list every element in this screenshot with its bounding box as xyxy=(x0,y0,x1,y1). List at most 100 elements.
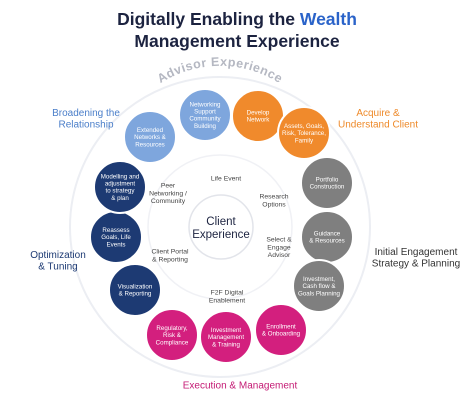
node-label-investment-cashflow: Investment,Cash flow &Goals Planning xyxy=(298,276,341,297)
node-label-portfolio-line: Portfolio xyxy=(316,177,339,184)
node-circle-modelling xyxy=(93,160,147,214)
inner-label-research-options-line: Research xyxy=(259,193,288,200)
node-label-investment-cashflow-line: Cash flow & xyxy=(302,283,336,290)
group-label-execution-line: Execution & Management xyxy=(183,381,298,392)
group-label-optimization-line: Optimization xyxy=(30,250,86,261)
node-label-assets-goals-line: Family xyxy=(295,137,314,144)
node-label-assets-goals: Assets, Goals,Risk, Tolerance,Family xyxy=(282,123,326,144)
node-label-guidance-line: Guidance xyxy=(314,231,341,238)
node-enrollment: Enrollment& Onboarding xyxy=(254,303,308,357)
group-label-acquire-line: Acquire & xyxy=(356,108,400,119)
node-label-visualization-line: & Reporting xyxy=(119,291,152,298)
inner-label-peer-networking-line: Community xyxy=(151,198,186,205)
node-label-modelling-line: adjustment xyxy=(105,181,136,188)
center-label-line: Experience xyxy=(192,229,250,241)
group-label-acquire-line: Understand Client xyxy=(338,119,418,130)
inner-label-select-engage-line: Select & xyxy=(266,237,292,244)
node-label-guidance: Guidance& Resources xyxy=(309,231,344,245)
advisor-experience-arc-label: Advisor Experience xyxy=(155,55,286,86)
inner-label-client-portal: Client Portal& Reporting xyxy=(151,248,189,263)
advisor-experience-text: Advisor Experience xyxy=(155,55,285,86)
node-label-extended-networks-line: Extended xyxy=(137,127,164,134)
inner-label-life-event: Life Event xyxy=(211,175,241,182)
node-label-modelling-line: & plan xyxy=(111,195,129,202)
inner-label-f2f-digital-line: Enablement xyxy=(209,297,245,304)
inner-label-peer-networking-line: Peer xyxy=(161,183,176,190)
node-label-regulatory-line: Risk & xyxy=(163,332,182,339)
node-circle-investment-mgmt xyxy=(199,310,253,364)
group-label-initial-line: Initial Engagement xyxy=(375,247,458,258)
node-label-regulatory: Regulatory,Risk &Compliance xyxy=(156,325,189,346)
node-label-visualization-line: Visualization xyxy=(118,284,153,291)
node-label-extended-networks-line: Networks & xyxy=(134,134,167,141)
group-label-broadening-line: Relationship xyxy=(58,119,113,130)
node-label-assets-goals-line: Assets, Goals, xyxy=(284,123,324,130)
inner-label-life-event-line: Life Event xyxy=(211,175,241,182)
node-guidance: Guidance& Resources xyxy=(300,210,354,264)
node-circle-visualization xyxy=(108,263,162,317)
node-circle-assets-goals xyxy=(277,106,331,160)
node-label-investment-cashflow-line: Investment, xyxy=(303,276,335,283)
node-visualization: Visualization& Reporting xyxy=(108,263,162,317)
node-label-networking-line: Building xyxy=(194,123,217,130)
node-regulatory: Regulatory,Risk &Compliance xyxy=(145,308,199,362)
inner-label-client-portal-line: & Reporting xyxy=(152,256,188,263)
node-label-investment-mgmt-line: Management xyxy=(208,334,244,341)
title-line-2: Management Experience xyxy=(134,31,340,51)
group-label-acquire: Acquire &Understand Client xyxy=(338,108,418,131)
node-label-networking-line: Support xyxy=(194,109,216,116)
group-label-broadening-line: Broadening the xyxy=(52,108,120,119)
node-label-visualization: Visualization& Reporting xyxy=(118,284,153,298)
node-label-enrollment-line: Enrollment xyxy=(266,324,296,331)
node-label-extended-networks-line: Resources xyxy=(135,141,165,148)
inner-label-research-options-line: Options xyxy=(262,201,286,208)
inner-label-client-portal-line: Client Portal xyxy=(151,248,189,255)
node-label-reassess-line: Reassess xyxy=(102,227,129,234)
node-label-modelling-line: Modelling and xyxy=(101,173,140,180)
node-investment-cashflow: Investment,Cash flow &Goals Planning xyxy=(292,259,346,313)
node-label-enrollment-line: & Onboarding xyxy=(262,331,301,338)
node-circle-networking xyxy=(178,88,232,142)
node-label-regulatory-line: Compliance xyxy=(156,339,189,346)
node-label-guidance-line: & Resources xyxy=(309,238,344,245)
inner-ring xyxy=(147,154,293,300)
outer-ring xyxy=(69,76,371,378)
node-label-investment-mgmt-line: & Training xyxy=(212,341,240,348)
group-label-initial-line: Strategy & Planning xyxy=(372,258,460,269)
node-label-reassess-line: Goals, Life xyxy=(101,234,131,241)
node-label-regulatory-line: Regulatory, xyxy=(156,325,187,332)
node-label-networking-line: Community xyxy=(189,116,221,123)
title-line-1: Digitally Enabling the Wealth xyxy=(0,9,474,29)
inner-label-select-engage-line: Advisor xyxy=(268,252,291,259)
inner-label-peer-networking-line: Networking / xyxy=(149,190,187,197)
node-assets-goals: Assets, Goals,Risk, Tolerance,Family xyxy=(277,106,331,160)
node-label-develop-network-line: Network xyxy=(247,117,271,124)
group-label-optimization-line: & Tuning xyxy=(38,261,77,272)
node-label-enrollment: Enrollment& Onboarding xyxy=(262,324,301,338)
node-circle-regulatory xyxy=(145,308,199,362)
title-accent: Wealth xyxy=(299,9,357,29)
node-circle-investment-cashflow xyxy=(292,259,346,313)
